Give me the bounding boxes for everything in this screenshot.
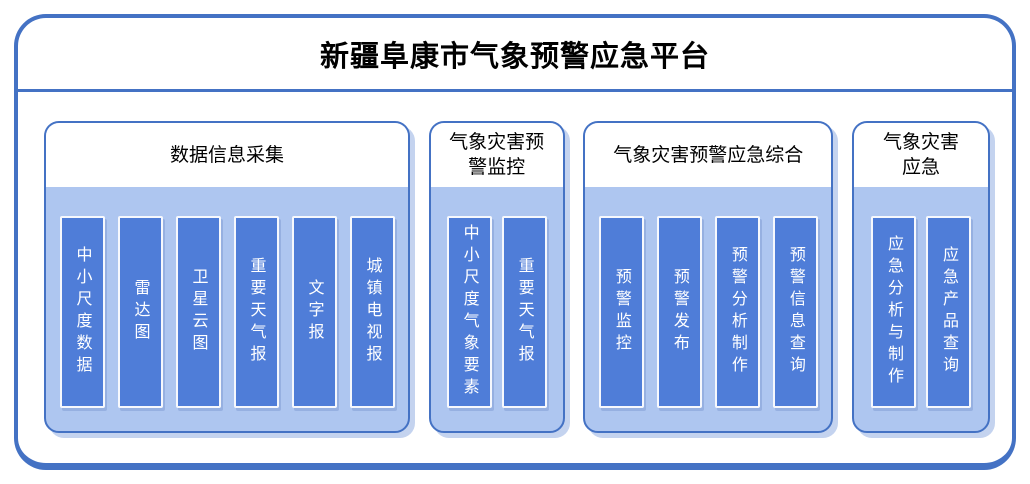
diagram-item-radar-chart: 雷达图 — [117, 216, 163, 408]
platform-frame: 新疆阜康市气象预警应急平台 数据信息采集 中小尺度数据 雷达图 卫星云图 重要天… — [14, 14, 1016, 470]
panel-data-collection: 数据信息采集 中小尺度数据 雷达图 卫星云图 重要天气报 文字报 城镇电视报 — [44, 121, 410, 433]
diagram-item-emergency-analysis-production: 应急分析与制作 — [870, 216, 916, 408]
panel-warning-emergency-comprehensive-header: 气象灾害预警应急综合 — [585, 123, 832, 187]
diagram-item-warning-release: 预警发布 — [656, 216, 702, 408]
diagram-item-town-tv-report: 城镇电视报 — [349, 216, 395, 408]
title-divider — [17, 89, 1013, 92]
diagram-item-warning-monitor: 预警监控 — [598, 216, 644, 408]
panel-disaster-emergency: 气象灾害应急 应急分析与制作 应急产品查询 — [851, 121, 990, 433]
panel-header-label: 气象灾害应急 — [882, 132, 959, 178]
panel-warning-emergency-comprehensive: 气象灾害预警应急综合 预警监控 预警发布 预警分析制作 预警信息查询 — [583, 121, 834, 433]
diagram-item-mesoscale-elements: 中小尺度气象要素 — [446, 216, 492, 408]
diagram-item-emergency-product-query: 应急产品查询 — [925, 216, 971, 408]
panel-data-collection-body: 中小尺度数据 雷达图 卫星云图 重要天气报 文字报 城镇电视报 — [46, 187, 408, 431]
diagram-item-important-weather-report: 重要天气报 — [233, 216, 279, 408]
panel-disaster-emergency-body: 应急分析与制作 应急产品查询 — [854, 187, 988, 431]
panel-warning-monitoring-header: 气象灾害预警监控 — [430, 123, 563, 187]
diagram-item-important-weather-report-2: 重要天气报 — [501, 216, 547, 408]
panel-header-label: 气象灾害预警监控 — [449, 132, 545, 178]
panel-warning-monitoring: 气象灾害预警监控 中小尺度气象要素 重要天气报 — [428, 121, 565, 433]
panels-row: 数据信息采集 中小尺度数据 雷达图 卫星云图 重要天气报 文字报 城镇电视报 气… — [44, 121, 990, 433]
title-bar: 新疆阜康市气象预警应急平台 — [18, 18, 1012, 89]
panel-data-collection-header: 数据信息采集 — [46, 123, 408, 187]
panel-header-label: 气象灾害预警应急综合 — [613, 144, 804, 166]
diagram-title: 新疆阜康市气象预警应急平台 — [319, 40, 710, 73]
diagram-item-warning-analysis-production: 预警分析制作 — [714, 216, 760, 408]
panel-warning-emergency-comprehensive-body: 预警监控 预警发布 预警分析制作 预警信息查询 — [585, 187, 831, 431]
diagram-item-satellite-cloud: 卫星云图 — [175, 216, 221, 408]
diagram-item-text-report: 文字报 — [291, 216, 337, 408]
panel-header-label: 数据信息采集 — [169, 144, 284, 166]
panel-warning-monitoring-body: 中小尺度气象要素 重要天气报 — [431, 187, 563, 431]
diagram-item-warning-info-query: 预警信息查询 — [772, 216, 818, 408]
diagram-item-mesoscale-data: 中小尺度数据 — [59, 216, 105, 408]
panel-disaster-emergency-header: 气象灾害应急 — [853, 123, 988, 187]
